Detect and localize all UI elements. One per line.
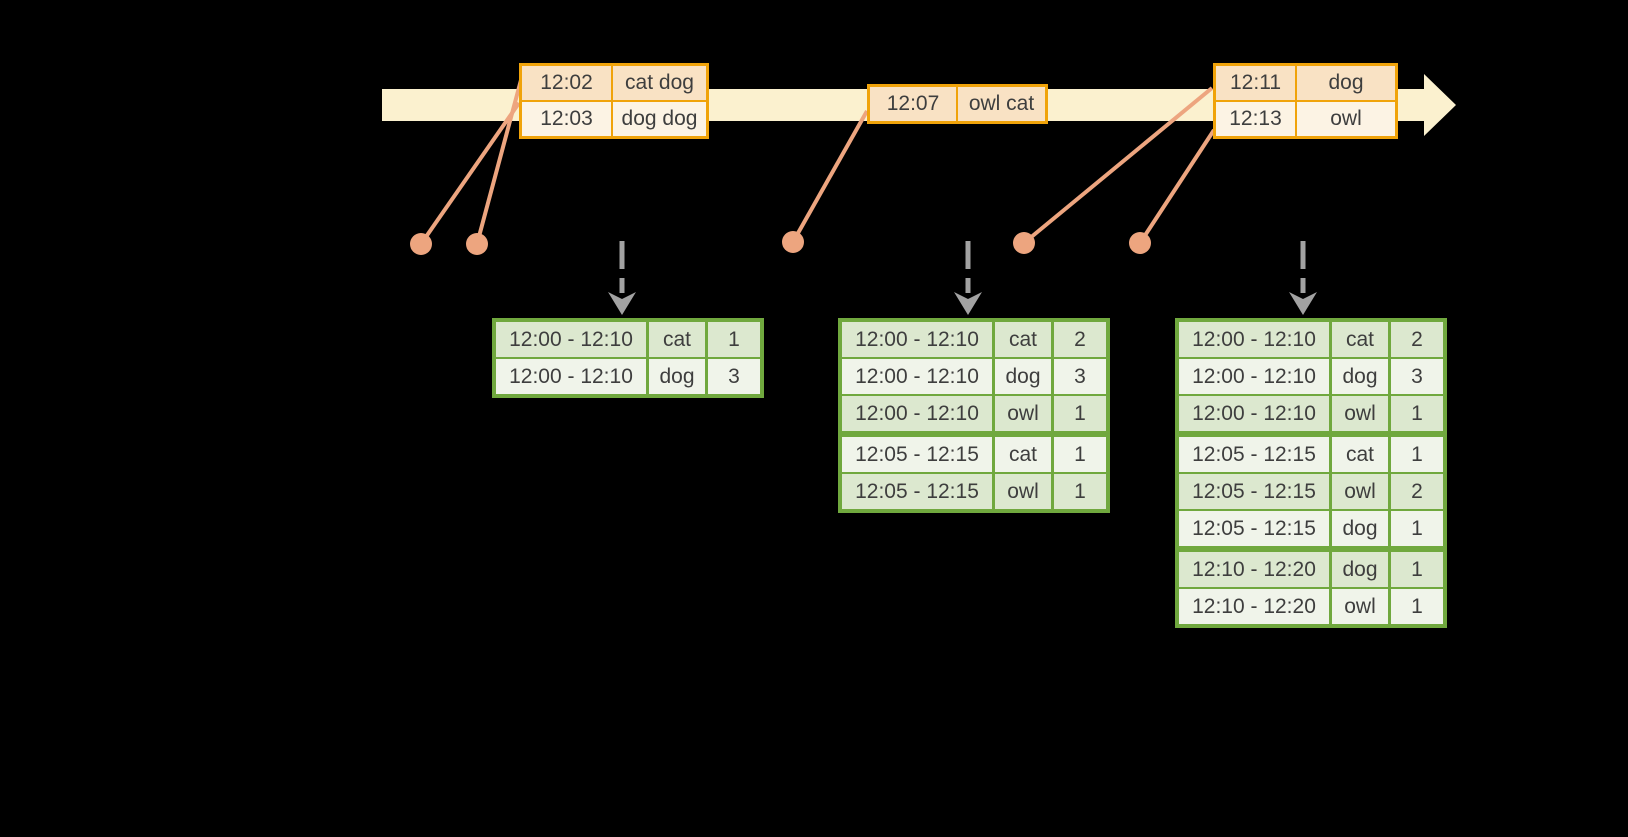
window-cell: 12:05 - 12:15 bbox=[1179, 474, 1329, 509]
event-words-cell: owl bbox=[1297, 102, 1395, 136]
window-cell: 12:10 - 12:20 bbox=[1179, 552, 1329, 587]
trigger-arrowhead-icon bbox=[1289, 292, 1317, 315]
event-connector-line bbox=[1022, 86, 1214, 245]
event-time-cell: 12:13 bbox=[1216, 102, 1295, 136]
event-time-axis-arrowhead-icon bbox=[1424, 74, 1456, 136]
event-marker-dot-icon bbox=[1129, 232, 1151, 254]
trigger-arrowhead-icon bbox=[608, 292, 636, 315]
count-cell: 1 bbox=[1391, 589, 1443, 624]
window-cell: 12:00 - 12:10 bbox=[842, 396, 992, 431]
count-cell: 1 bbox=[1391, 437, 1443, 472]
trigger-arrowhead-icon bbox=[954, 292, 982, 315]
word-cell: dog bbox=[995, 359, 1051, 394]
count-cell: 1 bbox=[1054, 474, 1106, 509]
count-cell: 1 bbox=[1054, 437, 1106, 472]
event-marker-dot-icon bbox=[466, 233, 488, 255]
event-marker-dot-icon bbox=[410, 233, 432, 255]
word-cell: dog bbox=[649, 359, 705, 394]
window-cell: 12:00 - 12:10 bbox=[496, 322, 646, 357]
count-cell: 1 bbox=[1391, 511, 1443, 546]
event-marker-dot-icon bbox=[782, 231, 804, 253]
word-cell: cat bbox=[1332, 322, 1388, 357]
word-cell: cat bbox=[649, 322, 705, 357]
word-cell: dog bbox=[1332, 359, 1388, 394]
event-connector-line bbox=[1138, 128, 1216, 245]
event-words-cell: dog dog bbox=[613, 102, 706, 136]
word-cell: owl bbox=[995, 474, 1051, 509]
count-cell: 3 bbox=[708, 359, 760, 394]
event-words-cell: owl cat bbox=[958, 87, 1045, 121]
event-connector-line bbox=[475, 79, 523, 245]
window-cell: 12:05 - 12:15 bbox=[1179, 511, 1329, 546]
window-cell: 12:10 - 12:20 bbox=[1179, 589, 1329, 624]
window-cell: 12:00 - 12:10 bbox=[1179, 359, 1329, 394]
count-cell: 3 bbox=[1054, 359, 1106, 394]
window-cell: 12:05 - 12:15 bbox=[842, 437, 992, 472]
window-cell: 12:00 - 12:10 bbox=[842, 359, 992, 394]
event-time-cell: 12:07 bbox=[870, 87, 956, 121]
event-time-cell: 12:02 bbox=[522, 66, 611, 100]
count-cell: 3 bbox=[1391, 359, 1443, 394]
count-cell: 1 bbox=[1391, 552, 1443, 587]
event-time-cell: 12:11 bbox=[1216, 66, 1295, 100]
event-connector-line bbox=[791, 110, 869, 243]
word-cell: owl bbox=[995, 396, 1051, 431]
word-cell: dog bbox=[1332, 511, 1388, 546]
event-marker-dot-icon bbox=[1013, 232, 1035, 254]
event-words-cell: dog bbox=[1297, 66, 1395, 100]
count-cell: 1 bbox=[1391, 396, 1443, 431]
word-cell: owl bbox=[1332, 474, 1388, 509]
word-cell: dog bbox=[1332, 552, 1388, 587]
event-words-cell: cat dog bbox=[613, 66, 706, 100]
window-cell: 12:05 - 12:15 bbox=[842, 474, 992, 509]
word-cell: owl bbox=[1332, 396, 1388, 431]
word-cell: cat bbox=[995, 322, 1051, 357]
window-cell: 12:00 - 12:10 bbox=[1179, 396, 1329, 431]
window-cell: 12:00 - 12:10 bbox=[842, 322, 992, 357]
count-cell: 2 bbox=[1391, 322, 1443, 357]
event-time-cell: 12:03 bbox=[522, 102, 611, 136]
count-cell: 1 bbox=[708, 322, 760, 357]
count-cell: 1 bbox=[1054, 396, 1106, 431]
event-connector-line bbox=[419, 101, 521, 246]
window-cell: 12:05 - 12:15 bbox=[1179, 437, 1329, 472]
window-cell: 12:00 - 12:10 bbox=[496, 359, 646, 394]
word-cell: cat bbox=[995, 437, 1051, 472]
word-cell: cat bbox=[1332, 437, 1388, 472]
word-cell: owl bbox=[1332, 589, 1388, 624]
count-cell: 2 bbox=[1391, 474, 1443, 509]
count-cell: 2 bbox=[1054, 322, 1106, 357]
window-cell: 12:00 - 12:10 bbox=[1179, 322, 1329, 357]
